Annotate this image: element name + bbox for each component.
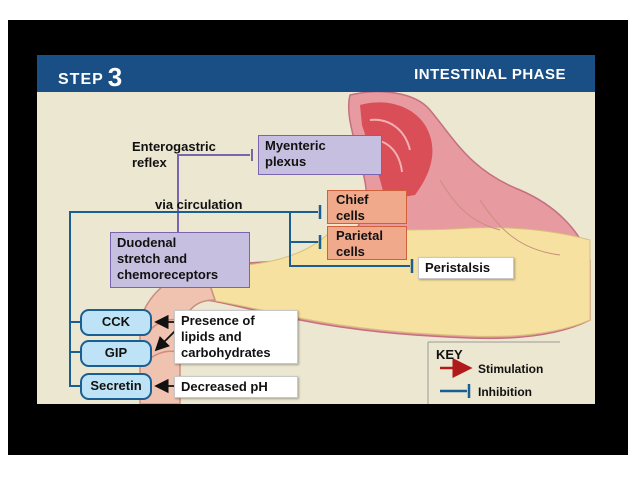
cck-hormone: CCK xyxy=(80,309,152,336)
header-bar xyxy=(37,55,595,92)
phase-title: INTESTINAL PHASE xyxy=(414,66,566,83)
step-label: STEP xyxy=(58,71,104,88)
myenteric-plexus-box: Myenteric plexus xyxy=(258,135,382,175)
secretin-hormone: Secretin xyxy=(80,373,152,400)
via-circulation-label: via circulation xyxy=(155,197,243,212)
chief-cells-box: Chief cells xyxy=(327,190,407,224)
step-number: 3 xyxy=(107,62,124,92)
key-stimulation-label: Stimulation xyxy=(478,362,544,376)
key-inhibition-label: Inhibition xyxy=(478,385,532,399)
decreased-ph-box: Decreased pH xyxy=(174,376,298,398)
gip-hormone: GIP xyxy=(80,340,152,367)
peristalsis-box: Peristalsis xyxy=(418,257,514,279)
parietal-cells-box: Parietal cells xyxy=(327,226,407,260)
presence-lipids-box: Presence of lipids and carbohydrates xyxy=(174,310,298,364)
duodenal-receptors-box: Duodenal stretch and chemoreceptors xyxy=(110,232,250,288)
enterogastric-reflex-label: Enterogastric reflex xyxy=(132,139,216,170)
key-title: KEY xyxy=(436,347,463,362)
